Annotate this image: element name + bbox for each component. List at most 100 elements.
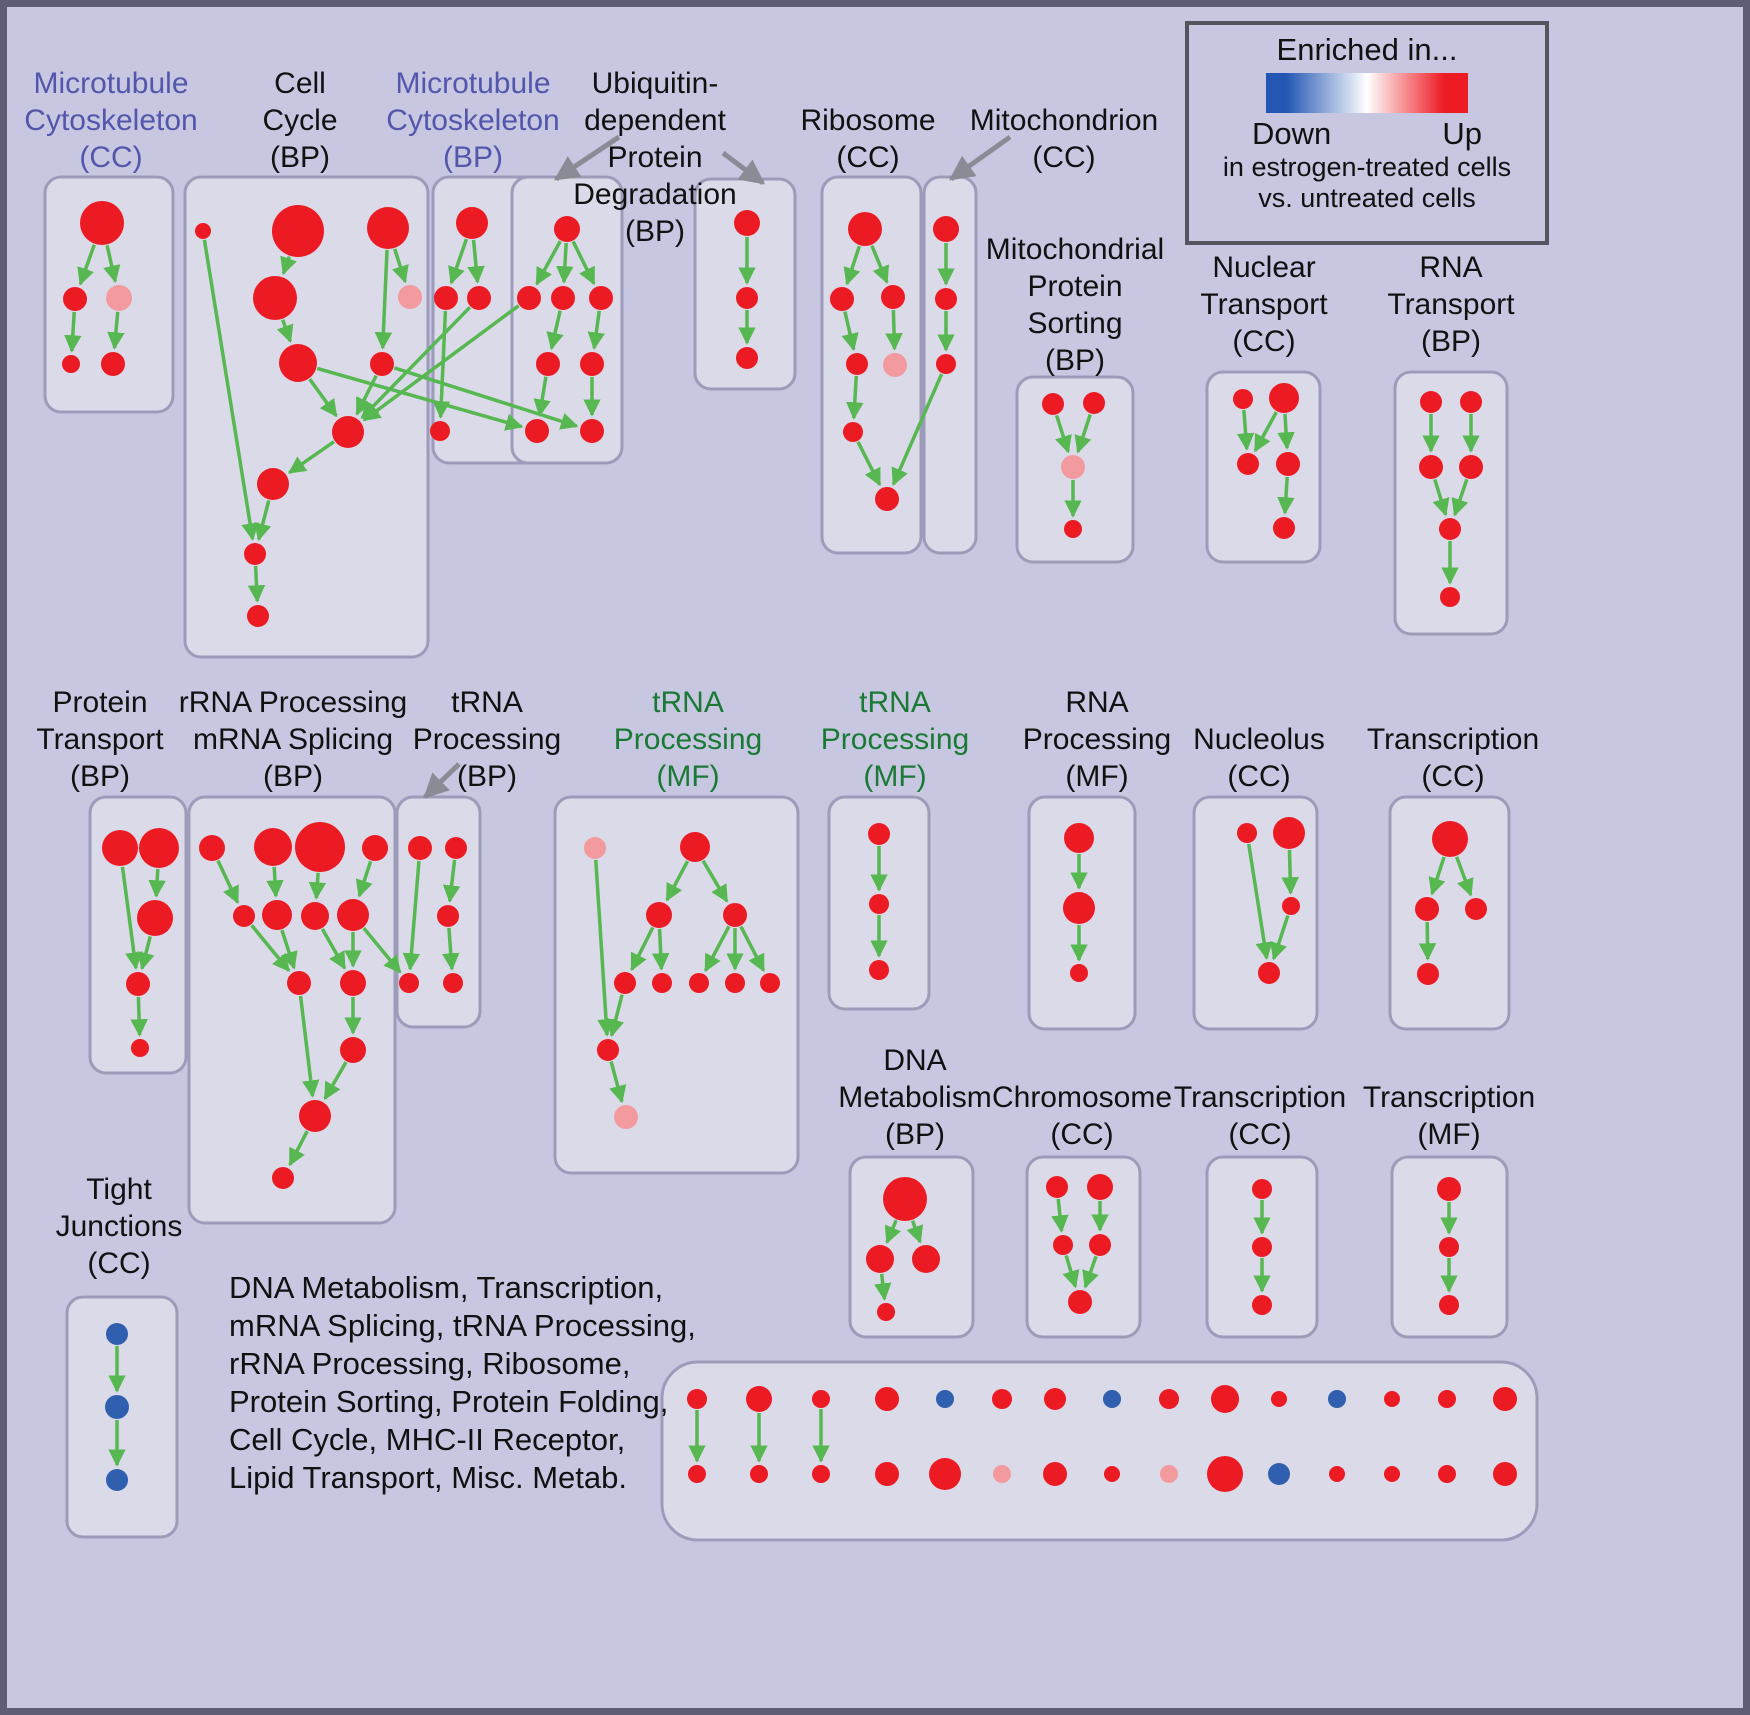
go-term-node [105, 1395, 129, 1419]
edge-arrow [467, 239, 485, 284]
cluster-label-trna-mf-small: (MF) [863, 760, 926, 793]
cluster-label-rna-proc-mf: Processing [1023, 723, 1171, 756]
edge-arrow [107, 311, 125, 350]
go-term-node [299, 1100, 331, 1132]
go-term-node [1064, 520, 1082, 538]
go-term-node [443, 973, 463, 993]
go-term-node [247, 605, 269, 627]
edge-arrow [884, 1219, 902, 1245]
cluster-label-rrna-mrna: (BP) [263, 760, 323, 793]
edge-arrow [874, 1273, 892, 1301]
cluster-box-nuclear-transport [1205, 370, 1322, 564]
go-term-node [195, 223, 211, 239]
cluster-label-trna-bp: tRNA [451, 686, 523, 719]
go-term-node [1104, 1466, 1120, 1482]
go-term-node [875, 1462, 899, 1486]
go-term-node [106, 1469, 128, 1491]
go-term-node [272, 205, 324, 257]
go-term-node [1419, 455, 1443, 479]
go-term-node [929, 1458, 961, 1490]
misc-clusters-note: DNA Metabolism, Transcription, mRNA Spli… [229, 1269, 696, 1497]
edge-arrow [609, 1061, 627, 1104]
edge-arrow [1451, 478, 1469, 517]
edge-arrow [64, 311, 82, 353]
go-term-node [337, 899, 369, 931]
go-term-node [1087, 1174, 1113, 1200]
edge-arrow [1432, 478, 1450, 517]
edge-arrow [665, 860, 690, 902]
go-term-node [646, 902, 672, 928]
cluster-label-protein-transport: (BP) [70, 760, 130, 793]
go-term-node [869, 894, 889, 914]
edge-arrow [906, 1220, 924, 1244]
edge-arrow [1270, 914, 1290, 961]
cluster-label-transcription-cc-a: Transcription [1367, 723, 1539, 756]
go-term-node [1063, 892, 1095, 924]
go-term-node [1233, 389, 1253, 409]
edge-arrow [1236, 409, 1255, 451]
go-term-node [875, 487, 899, 511]
go-term-node [725, 973, 745, 993]
cluster-label-transcription-mf: (MF) [1417, 1118, 1480, 1151]
go-term-node [1440, 587, 1460, 607]
cluster-label-ribosome-cc: (CC) [836, 141, 899, 174]
cluster-label-ubiq-bp-1: Protein [607, 141, 702, 174]
cluster-label-nuclear-transport: Transport [1200, 288, 1328, 321]
go-network-diagram: MicrotubuleCytoskeleton(CC)CellCycle(BP)… [24, 67, 1539, 1542]
go-term-node [287, 971, 311, 995]
edge-arrow [1418, 921, 1437, 961]
cluster-box-chromosome-cc [1025, 1155, 1142, 1339]
go-term-node [1276, 452, 1300, 476]
cluster-label-mito-cc: Mitochondrion [970, 104, 1158, 137]
cluster-label-rna-transport: (BP) [1421, 325, 1481, 358]
edge-arrow [298, 995, 320, 1098]
cluster-label-cell-cycle: Cycle [262, 104, 337, 137]
go-term-node [1070, 964, 1088, 982]
go-term-node [1415, 897, 1439, 921]
go-term-node [1438, 1465, 1456, 1483]
edge-arrow [704, 925, 731, 973]
cluster-label-nuclear-transport: Nuclear [1212, 251, 1315, 284]
legend-title: Enriched in... [1276, 32, 1458, 67]
cluster-label-nucleolus: Nucleolus [1193, 723, 1325, 756]
cluster-label-mt-bp: Cytoskeleton [386, 104, 559, 137]
go-term-node [812, 1390, 830, 1408]
go-term-node [1103, 1390, 1121, 1408]
edge-arrow [288, 1130, 309, 1167]
go-term-node [1417, 963, 1439, 985]
go-term-node [525, 419, 549, 443]
go-term-node [295, 822, 345, 872]
go-term-node [1064, 823, 1094, 853]
note-line: Protein Sorting, Protein Folding, [229, 1384, 669, 1419]
go-term-node [139, 828, 179, 868]
edge-arrow [103, 245, 121, 284]
cluster-label-ubiq-bp-1: dependent [584, 104, 726, 137]
go-term-node [812, 1465, 830, 1483]
edge-arrow [1062, 1255, 1080, 1289]
go-term-node [1493, 1387, 1517, 1411]
go-term-node [736, 287, 758, 309]
cluster-label-mt-cc: (CC) [79, 141, 142, 174]
cluster-label-trna-mf-large: tRNA [652, 686, 724, 719]
go-term-node [1465, 898, 1487, 920]
go-term-node [1432, 821, 1468, 857]
go-term-node [1159, 1389, 1179, 1409]
go-term-node [734, 210, 760, 236]
go-term-node [687, 1389, 707, 1409]
edge-arrow [1074, 413, 1092, 454]
cluster-label-transcription-cc-a: (CC) [1421, 760, 1484, 793]
edge-arrow [120, 866, 143, 970]
cluster-label-trna-mf-large: Processing [614, 723, 762, 756]
cluster-label-mito-sort: Mitochondrial [986, 233, 1164, 266]
note-line: mRNA Splicing, tRNA Processing, [229, 1308, 696, 1343]
go-term-node [1237, 453, 1259, 475]
go-term-node [199, 835, 225, 861]
go-term-node [584, 837, 606, 859]
cluster-label-cell-cycle: (BP) [270, 141, 330, 174]
go-term-node [1053, 1235, 1073, 1255]
go-term-node [1211, 1385, 1239, 1413]
edge-arrow [308, 378, 338, 418]
legend-axis-labels: Down Up [1252, 116, 1482, 152]
go-term-node [1252, 1179, 1272, 1199]
go-term-node [106, 1323, 128, 1345]
